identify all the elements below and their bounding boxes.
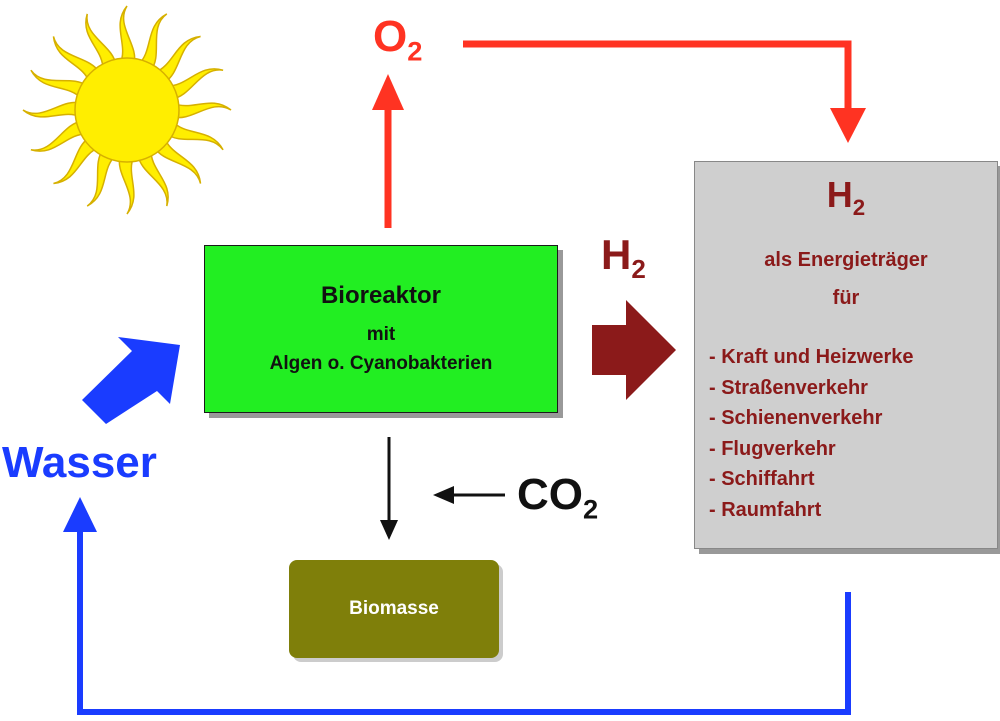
sun-ray [22, 101, 82, 119]
sun-icon [22, 5, 232, 215]
list-item: - Raumfahrt [709, 498, 822, 521]
energy-box-subtitle-2: für [832, 287, 860, 309]
sun-ray [85, 13, 117, 72]
oxygen-arrow-head [372, 74, 404, 110]
bioreactor-box: Bioreaktor mit Algen o. Cyanobakterien [204, 245, 558, 413]
energy-box-title: H2 [826, 174, 866, 220]
co2-arrow-head [433, 486, 454, 504]
water-return-arrow-head [63, 497, 97, 532]
biomass-box: Biomasse [289, 560, 499, 658]
sun-ray [86, 148, 118, 207]
hydrogen-arrow [592, 300, 676, 400]
sun-ray [118, 5, 136, 65]
sun-ray [53, 136, 101, 185]
sun-ray [153, 35, 201, 84]
list-item: - Flugverkehr [709, 437, 836, 460]
sun-disc [74, 57, 180, 163]
list-item: - Straßenverkehr [709, 376, 868, 399]
sun-ray [118, 155, 136, 215]
list-item: - Schienenverkehr [709, 407, 883, 429]
biomass-arrow-head [380, 520, 398, 540]
hydrogen-label: H2 [601, 231, 646, 285]
water-input-arrow [82, 337, 180, 424]
sun-ray [165, 119, 224, 151]
bioreactor-description: Algen o. Cyanobakterien [269, 353, 493, 374]
sun-ray [30, 120, 89, 152]
oxygen-label: O2 [373, 12, 423, 67]
oxygen-return-arrow-head [830, 108, 866, 143]
sun-ray [52, 36, 101, 84]
list-item: - Schiffahrt [709, 468, 815, 490]
sun-ray [165, 68, 224, 100]
sun-ray [30, 69, 89, 101]
list-item: - Kraft und Heizwerke [709, 346, 914, 368]
co2-label: CO2 [517, 470, 599, 525]
oxygen-return-line [463, 40, 852, 110]
energy-box-subtitle: als Energieträger [764, 249, 928, 271]
bioreactor-title: Bioreaktor [320, 282, 442, 309]
energy-carrier-box: H2 als Energieträger für - Kraft und Hei… [694, 161, 998, 549]
sun-ray [137, 148, 169, 207]
energy-uses-list: - Kraft und Heizwerke - Straßenverkehr -… [709, 342, 913, 525]
sun-ray [153, 136, 202, 184]
bioreactor-subtitle: mit [366, 324, 396, 345]
sun-ray [136, 13, 168, 72]
water-return-line [77, 530, 851, 715]
water-label: Wasser [2, 438, 157, 487]
sun-ray [172, 101, 232, 119]
